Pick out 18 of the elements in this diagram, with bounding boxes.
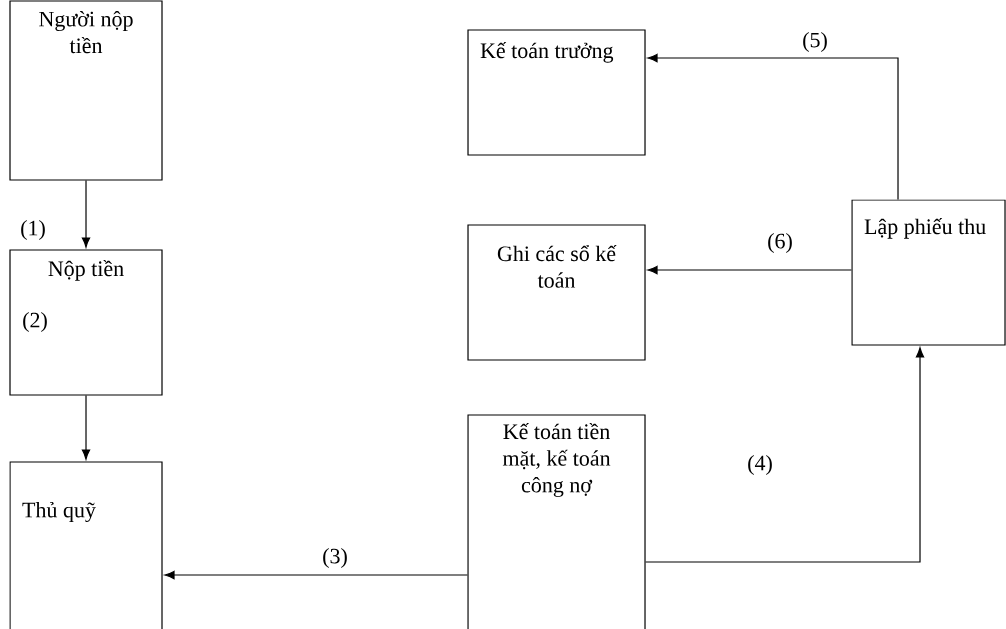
process-box: Kế toán tiền mặt, kế toán công nợ xyxy=(467,414,646,629)
process-box: Ghi các sổ kế toán xyxy=(467,224,646,361)
process-box: Kế toán trưởng xyxy=(467,29,646,156)
process-box: Thủ quỹ xyxy=(9,461,163,629)
edge-label: (2) xyxy=(20,310,50,334)
arrow xyxy=(81,180,91,248)
edge-label: (6) xyxy=(765,231,795,255)
arrow xyxy=(645,347,925,563)
arrow xyxy=(164,570,468,580)
edge-label: (3) xyxy=(320,546,350,570)
process-box: Lập phiếu thu xyxy=(851,199,1006,346)
arrow xyxy=(647,53,899,200)
process-box: Người nộp tiền xyxy=(9,0,163,181)
arrow xyxy=(81,395,91,460)
arrow xyxy=(647,265,852,275)
edge-label: (4) xyxy=(745,453,775,477)
edge-label: (1) xyxy=(18,218,48,242)
edge-label: (5) xyxy=(800,30,830,54)
